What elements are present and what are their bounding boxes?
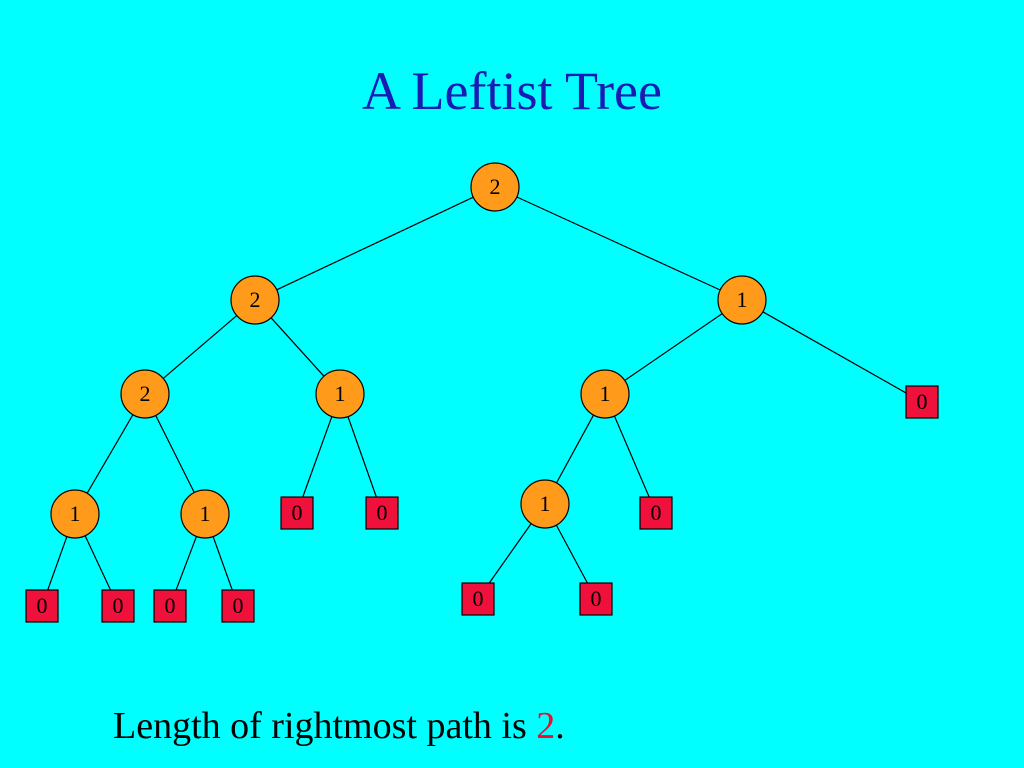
- tree-edge: [175, 536, 198, 591]
- tree-edge: [302, 416, 333, 498]
- internal-node: 2: [230, 275, 280, 325]
- external-node-square: [280, 496, 314, 530]
- node-label: 1: [737, 287, 748, 312]
- tree-edge: [212, 536, 233, 591]
- internal-node: 1: [180, 489, 230, 539]
- node-label: 0: [165, 593, 176, 618]
- tree-edge: [555, 414, 595, 484]
- external-node-square: [221, 589, 255, 623]
- external-node: 0: [25, 589, 59, 623]
- node-label: 0: [233, 593, 244, 618]
- tree-edge: [613, 415, 650, 498]
- external-node-square: [461, 582, 495, 616]
- node-label: 0: [473, 586, 484, 611]
- internal-node: 1: [580, 369, 630, 419]
- external-node-square: [639, 496, 673, 530]
- tree-nodes: 2 2 2 1 0 0 1 0 0 1 0 0 1 1 1 0 0 0 0: [25, 162, 939, 623]
- internal-node-circle: [50, 489, 100, 539]
- external-node: 0: [639, 496, 673, 530]
- caption-value: 2: [536, 705, 556, 747]
- node-label: 2: [490, 174, 501, 199]
- external-node: 0: [153, 589, 187, 623]
- internal-node-circle: [315, 369, 365, 419]
- caption: Length of rightmost path is 2.: [113, 702, 565, 750]
- node-label: 1: [70, 501, 81, 526]
- external-node: 0: [579, 582, 613, 616]
- tree-edge: [347, 416, 377, 498]
- tree-edge: [47, 536, 68, 591]
- tree-edges: [47, 196, 907, 591]
- slide-title: A Leftist Tree: [361, 61, 662, 121]
- external-node: 0: [905, 385, 939, 419]
- external-node-square: [101, 589, 135, 623]
- tree-edge: [555, 524, 588, 584]
- internal-node-circle: [120, 369, 170, 419]
- external-node: 0: [280, 496, 314, 530]
- external-node: 0: [221, 589, 255, 623]
- node-label: 1: [540, 491, 551, 516]
- node-label: 1: [200, 501, 211, 526]
- external-node-square: [153, 589, 187, 623]
- internal-node: 2: [120, 369, 170, 419]
- node-label: 0: [917, 389, 928, 414]
- external-node-square: [25, 589, 59, 623]
- internal-node: 1: [50, 489, 100, 539]
- external-node: 0: [365, 496, 399, 530]
- tree-edge: [488, 523, 532, 584]
- tree-edge: [762, 311, 907, 394]
- internal-node-circle: [717, 275, 767, 325]
- tree-edge: [270, 317, 325, 377]
- tree-edge: [624, 313, 723, 381]
- node-label: 0: [292, 500, 303, 525]
- internal-node-circle: [180, 489, 230, 539]
- external-node-square: [579, 582, 613, 616]
- node-label: 0: [377, 500, 388, 525]
- node-label: 1: [335, 381, 346, 406]
- node-label: 0: [651, 500, 662, 525]
- external-node-square: [905, 385, 939, 419]
- internal-node: 1: [315, 369, 365, 419]
- internal-node: 1: [520, 479, 570, 529]
- node-label: 0: [113, 593, 124, 618]
- node-label: 2: [250, 287, 261, 312]
- node-label: 0: [37, 593, 48, 618]
- tree-edge: [276, 196, 474, 291]
- internal-node: 1: [717, 275, 767, 325]
- external-node: 0: [101, 589, 135, 623]
- internal-node: 2: [470, 162, 520, 212]
- external-node-square: [365, 496, 399, 530]
- internal-node-circle: [470, 162, 520, 212]
- tree-edge: [516, 196, 721, 291]
- tree-edge: [162, 315, 238, 379]
- external-node: 0: [461, 582, 495, 616]
- caption-suffix: .: [555, 705, 565, 747]
- caption-prefix: Length of rightmost path is: [113, 705, 537, 747]
- tree-edge: [86, 414, 134, 494]
- node-label: 0: [591, 586, 602, 611]
- node-label: 1: [600, 381, 611, 406]
- node-label: 2: [140, 381, 151, 406]
- internal-node-circle: [230, 275, 280, 325]
- tree-edge: [84, 535, 112, 591]
- internal-node-circle: [580, 369, 630, 419]
- tree-edge: [155, 415, 195, 493]
- internal-node-circle: [520, 479, 570, 529]
